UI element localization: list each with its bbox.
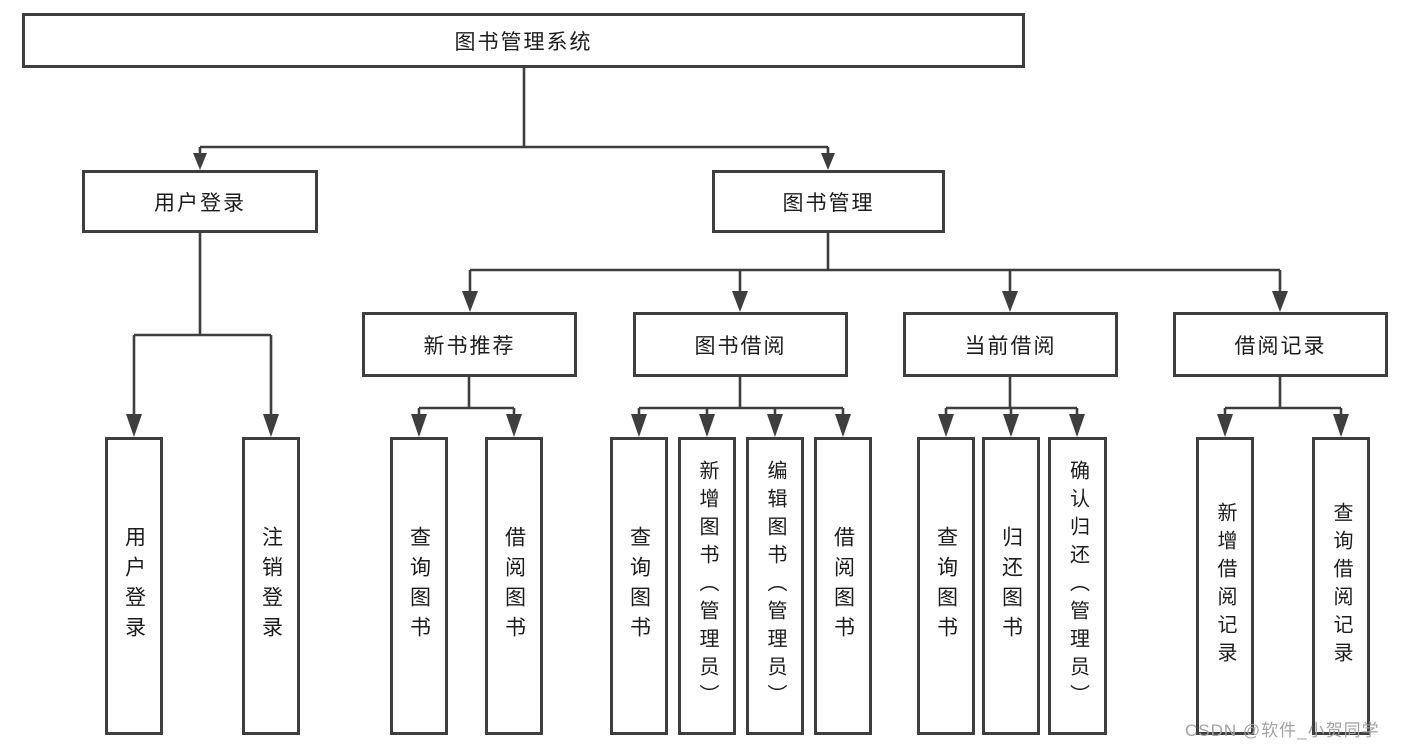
- leaf-borrow-books-recommend: 借阅图书: [485, 437, 543, 735]
- connector-shafts: [132, 68, 1343, 417]
- node-book-management: 图书管理: [712, 170, 945, 233]
- leaf-query-borrow-record-label: 查询借阅记录: [1330, 502, 1352, 670]
- leaf-user-login-label: 用户登录: [122, 526, 146, 646]
- leaf-query-books-current-label: 查询图书: [934, 526, 958, 646]
- leaf-query-books-recommend: 查询图书: [390, 437, 448, 735]
- leaf-return-books: 归还图书: [982, 437, 1040, 735]
- leaf-return-books-label: 归还图书: [999, 526, 1023, 646]
- leaf-user-login: 用户登录: [105, 437, 163, 735]
- leaf-query-books-borrow: 查询图书: [610, 437, 668, 735]
- node-book-borrow: 图书借阅: [633, 312, 848, 377]
- leaf-confirm-return-admin: 确认归还（管理员）: [1048, 437, 1107, 735]
- leaf-logout-label: 注销登录: [259, 526, 283, 646]
- node-user-login-label: 用户登录: [154, 191, 246, 215]
- node-borrow-records-label: 借阅记录: [1234, 334, 1327, 358]
- node-borrow-records: 借阅记录: [1173, 312, 1388, 377]
- node-current-borrow-label: 当前借阅: [964, 334, 1057, 358]
- leaf-query-books-recommend-label: 查询图书: [407, 526, 431, 646]
- csdn-watermark: CSDN @软件_小贺同学: [1185, 721, 1380, 740]
- leaf-borrow-books-label: 借阅图书: [831, 526, 855, 646]
- leaf-add-borrow-record-label: 新增借阅记录: [1214, 502, 1236, 670]
- leaf-query-books-borrow-label: 查询图书: [627, 526, 651, 646]
- node-user-login: 用户登录: [82, 170, 318, 233]
- node-new-book-recommend: 新书推荐: [362, 312, 577, 377]
- leaf-query-books-current: 查询图书: [917, 437, 975, 735]
- leaf-confirm-return-admin-label: 确认归还（管理员）: [1066, 460, 1089, 712]
- leaf-edit-books-admin: 编辑图书（管理员）: [746, 437, 804, 735]
- leaf-borrow-books-recommend-label: 借阅图书: [502, 526, 526, 646]
- leaf-add-books-admin-label: 新增图书（管理员）: [696, 460, 718, 712]
- leaf-borrow-books: 借阅图书: [814, 437, 872, 735]
- leaf-edit-books-admin-label: 编辑图书（管理员）: [764, 460, 786, 712]
- node-root-system: 图书管理系统: [22, 13, 1025, 68]
- node-root-label: 图书管理系统: [454, 30, 593, 54]
- node-new-book-recommend-label: 新书推荐: [423, 334, 516, 358]
- node-current-borrow: 当前借阅: [903, 312, 1118, 377]
- node-book-management-label: 图书管理: [782, 191, 875, 215]
- leaf-add-books-admin: 新增图书（管理员）: [678, 437, 736, 735]
- leaf-query-borrow-record: 查询借阅记录: [1312, 437, 1370, 735]
- leaf-add-borrow-record: 新增借阅记录: [1196, 437, 1254, 735]
- node-book-borrow-label: 图书借阅: [694, 334, 787, 358]
- arrowheads: [126, 153, 1349, 437]
- leaf-logout: 注销登录: [242, 437, 300, 735]
